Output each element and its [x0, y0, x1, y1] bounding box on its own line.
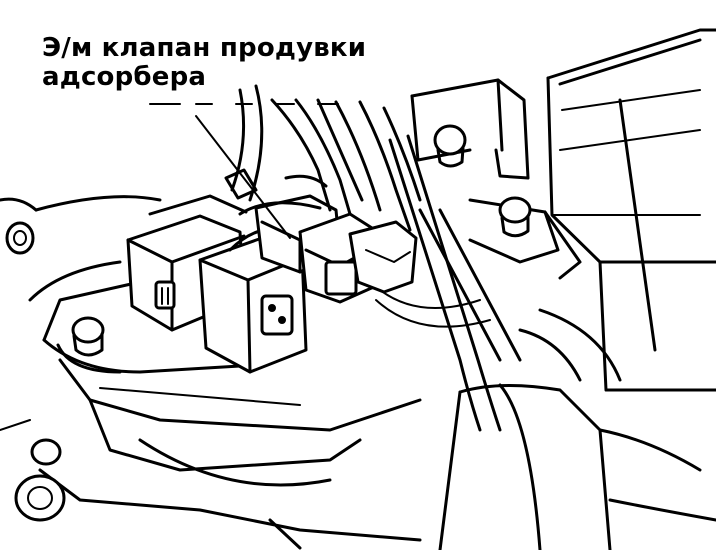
bolt-left-edge — [5, 221, 35, 255]
wiring-loom — [438, 308, 716, 550]
manifold-plate — [0, 195, 422, 550]
callout-label: Э/м клапан продувки адсорбера — [42, 34, 366, 92]
callout-leader-line — [149, 103, 339, 239]
callout-line-2: адсорбера — [42, 62, 207, 92]
bolt-lower-left — [14, 438, 66, 522]
callout-line-1: Э/м клапан продувки — [42, 33, 367, 63]
housing-block — [546, 28, 716, 392]
bolt-upper — [433, 124, 467, 168]
mounting-bracket — [410, 78, 530, 180]
purge-solenoid-valve — [238, 194, 418, 304]
vacuum-hoses — [224, 84, 522, 432]
bolt-right — [468, 196, 582, 280]
bolt-center — [56, 316, 122, 374]
